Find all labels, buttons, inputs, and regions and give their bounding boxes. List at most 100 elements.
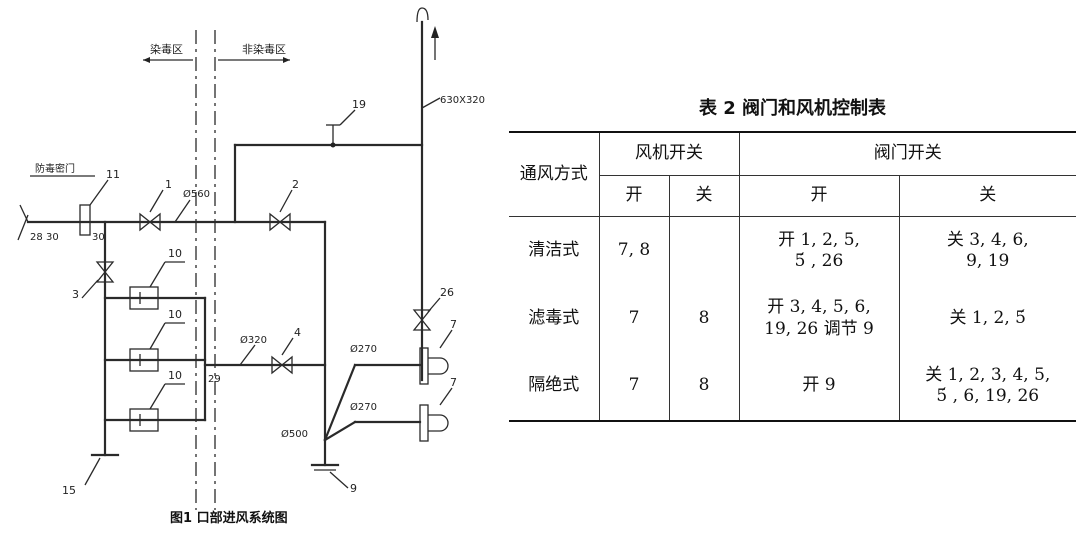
row-valve-open: 开 3, 4, 5, 6, 19, 26 调节 9	[738, 284, 900, 353]
filter-1-leader	[149, 261, 166, 288]
valve-26-label: 26	[440, 286, 454, 299]
filter-box-3	[129, 408, 159, 432]
filter-3-label: 10	[168, 369, 182, 382]
fan-7a-body	[419, 347, 429, 385]
valve-1-left	[139, 212, 152, 232]
valve-1-label: 1	[165, 178, 172, 191]
row-fan-off: 8	[668, 352, 740, 422]
row-fan-on: 7	[598, 284, 670, 353]
header-fan-off: 关	[668, 175, 740, 217]
fan-7b-leader	[439, 387, 453, 406]
table-row: 清洁式 7, 8 开 1, 2, 5, 5́ , 26 关 3, 4, 6, 9…	[509, 216, 1076, 285]
filter-box-1	[129, 286, 159, 310]
header-mode: 通风方式	[509, 131, 600, 217]
component-11	[79, 204, 91, 236]
d560-leader	[174, 199, 191, 223]
header-fan-on: 开	[599, 175, 670, 217]
fan-7b-label: 7	[450, 376, 457, 389]
row-mode: 滤毒式	[509, 284, 600, 353]
valve-4-label: 4	[294, 326, 301, 339]
valve-3-bottom	[95, 270, 115, 283]
valve-4-right	[280, 355, 293, 375]
valve-3-top	[95, 261, 115, 274]
valve-fan-control-table-panel: 表 2 阀门和风机控制表 通风方式 风机开关 阀门开关 开 关 开 关 清洁式 …	[505, 0, 1080, 536]
zone-right-arrowhead	[283, 57, 290, 63]
component-15-label: 15	[62, 484, 76, 497]
door-label: 防毒密门	[35, 162, 75, 175]
row-fan-off	[668, 216, 740, 285]
dim-30b: 30	[92, 232, 105, 243]
valve-2-right	[278, 212, 291, 232]
fan-7a-motor	[428, 357, 449, 375]
d500-label: Ø500	[281, 428, 308, 440]
row-valve-open: 开 9	[738, 352, 900, 422]
dim-29: 29	[208, 374, 221, 385]
diagram-caption: 图1 口部进风系统图	[170, 511, 288, 526]
diagram-drawing: 染毒区 非染毒区 630X320 19 防毒密门 28 30 30 11	[17, 7, 485, 510]
duct-top-hook	[416, 7, 429, 23]
fan-branch-upper-diag	[323, 363, 357, 442]
ventilation-system-diagram: 染毒区 非染毒区 630X320 19 防毒密门 28 30 30 11	[0, 0, 500, 536]
valve-3-leader	[81, 279, 99, 299]
filter-1-label: 10	[168, 247, 182, 260]
zone-right-label: 非染毒区	[242, 42, 286, 56]
valve-19-node	[330, 142, 336, 148]
component-11-leader	[89, 179, 109, 206]
filter-2-leader	[149, 322, 166, 350]
duct-size-leader	[421, 97, 441, 109]
d270b-label: Ø270	[350, 401, 377, 413]
valve-3-label: 3	[72, 288, 79, 301]
zone-left-label: 染毒区	[150, 42, 183, 56]
valve-26-bottom	[412, 318, 432, 331]
d560-label: Ø560	[183, 188, 210, 200]
d320-leader	[239, 344, 256, 366]
valve-4-leader	[281, 337, 294, 356]
fan-branch-lower-diag	[323, 420, 357, 442]
valve-1-right	[148, 212, 161, 232]
row-valve-open: 开 1, 2, 5, 5́ , 26	[738, 216, 900, 285]
dim-30a: 30	[46, 232, 59, 243]
valve-9-label: 9	[350, 482, 357, 495]
valve-26-leader	[427, 297, 441, 313]
component-15-leader	[84, 457, 101, 486]
row-valve-close: 关 1, 2, 3, 4, 5, 5́ , 6, 19, 26	[898, 352, 1076, 422]
row-valve-close: 关 3, 4, 6, 9, 19	[898, 216, 1076, 285]
control-table: 通风方式 风机开关 阀门开关 开 关 开 关 清洁式 7, 8 开 1, 2, …	[509, 131, 1076, 422]
row-valve-close: 关 1, 2, 5́	[898, 284, 1076, 353]
d270a-label: Ø270	[350, 343, 377, 355]
row-mode: 清洁式	[509, 216, 600, 285]
valve-2-leader	[279, 189, 293, 213]
fan-7b-motor	[428, 414, 449, 432]
header-valve-open: 开	[738, 175, 900, 217]
header-fan: 风机开关	[598, 131, 740, 176]
zone-left-arrowhead	[143, 57, 150, 63]
table-row: 滤毒式 7 8 开 3, 4, 5, 6, 19, 26 调节 9 关 1, 2…	[509, 284, 1076, 353]
valve-2-label: 2	[292, 178, 299, 191]
header-valve: 阀门开关	[738, 131, 1076, 176]
valve-9-leader	[329, 471, 349, 489]
filter-box-2	[129, 348, 159, 372]
flow-arrowhead	[431, 26, 439, 38]
dim-28: 28	[30, 232, 43, 243]
fan-7b-body	[419, 404, 429, 442]
valve-26-top	[412, 309, 432, 322]
valve-19-label: 19	[352, 98, 366, 111]
filter-3-leader	[149, 383, 166, 410]
table-title: 表 2 阀门和风机控制表	[698, 98, 887, 119]
component-11-label: 11	[106, 168, 120, 181]
valve-1-leader	[149, 189, 164, 213]
d320-label: Ø320	[240, 334, 267, 346]
fan-7a-label: 7	[450, 318, 457, 331]
duct-size-label: 630X320	[440, 95, 485, 106]
valve-4-left	[271, 355, 284, 375]
filter-2-label: 10	[168, 308, 182, 321]
header-valve-close: 关	[898, 175, 1076, 217]
table-row: 隔绝式 7 8 开 9 关 1, 2, 3, 4, 5, 5́ , 6, 19,…	[509, 352, 1076, 422]
row-mode: 隔绝式	[509, 352, 600, 422]
valve-19-leader	[339, 109, 356, 126]
row-fan-off: 8	[668, 284, 740, 353]
row-fan-on: 7, 8	[598, 216, 670, 285]
row-fan-on: 7	[598, 352, 670, 422]
valve-2-left	[269, 212, 282, 232]
fan-7a-leader	[439, 329, 453, 349]
